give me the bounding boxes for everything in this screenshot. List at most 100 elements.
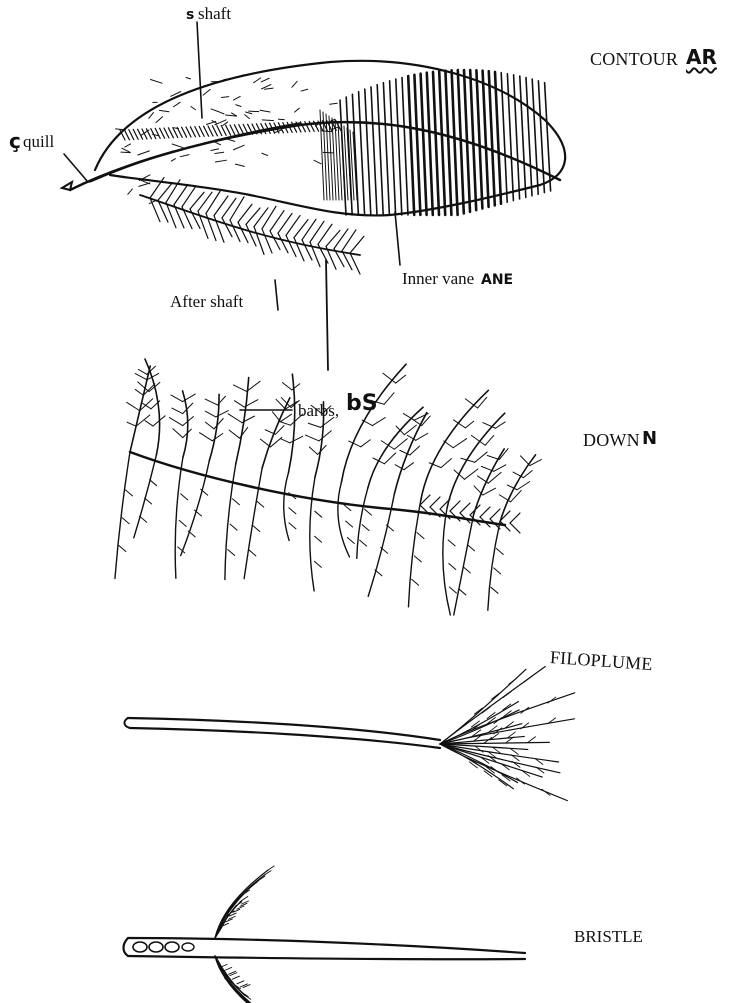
shaft-hatch — [195, 127, 200, 137]
bristle-barbule — [268, 866, 274, 870]
down-barbule — [373, 458, 384, 464]
down-barbule — [361, 440, 370, 447]
down-barbule — [289, 508, 296, 514]
down-tip-barb — [460, 503, 470, 513]
vane-barb — [352, 94, 358, 215]
down-barbule — [396, 375, 406, 383]
down-barb-down — [338, 482, 350, 557]
down-barbule — [205, 411, 215, 417]
bristle-tufts — [215, 866, 277, 1003]
down-barbule — [138, 382, 149, 392]
bristle-base-pattern — [133, 942, 194, 952]
bristle-barb — [215, 956, 266, 1003]
shaft-hatch — [230, 125, 235, 135]
down-barbule — [416, 433, 428, 440]
down-barbule — [127, 422, 136, 426]
shaft-hatch — [168, 128, 173, 138]
down-barbule — [233, 385, 246, 391]
contour-feather — [62, 22, 565, 370]
down-barbule — [305, 435, 319, 441]
vane-barb — [526, 78, 532, 196]
fuzz-stroke — [180, 155, 189, 157]
down-tip-barb — [500, 521, 510, 531]
down-barbule — [234, 401, 244, 407]
down-barbule — [474, 486, 483, 495]
down-barbule — [232, 499, 239, 505]
fuzz-stroke — [191, 107, 196, 110]
down-barbule — [394, 439, 407, 450]
filo-barb — [440, 719, 574, 744]
down-barbule — [278, 421, 290, 425]
down-barbule — [308, 423, 320, 427]
fuzz-stroke — [214, 141, 221, 144]
shaft-hatch — [239, 125, 244, 135]
down-barbule — [289, 523, 296, 529]
down-barbule — [450, 587, 457, 593]
shaft-hatch — [208, 126, 213, 136]
down-barbule — [205, 399, 217, 405]
down-barbule — [171, 395, 183, 402]
fuzz-stroke — [174, 102, 181, 106]
down-barb-up — [236, 378, 249, 465]
down-barbule — [494, 465, 506, 472]
down-barbule — [150, 480, 157, 486]
down-barbule — [140, 516, 147, 522]
down-barbule — [412, 419, 422, 426]
quill-leader — [64, 154, 88, 182]
shaft-hatch — [151, 129, 156, 139]
vane-barb — [383, 83, 389, 215]
down-barbule — [228, 550, 235, 556]
fuzz-stroke — [215, 160, 226, 162]
down-barbule — [459, 589, 466, 595]
down-barb-down — [134, 455, 157, 538]
down-barb-up — [341, 364, 406, 482]
fuzz-stroke — [159, 110, 168, 111]
fuzz-stroke — [171, 159, 175, 161]
down-barb-down — [443, 508, 451, 615]
shaft-hatch — [212, 126, 217, 136]
down-barbule — [125, 490, 132, 496]
vane-barb — [402, 78, 408, 216]
down-barbule — [212, 433, 223, 440]
vane-barb — [520, 76, 526, 197]
fuzz-stroke — [220, 112, 224, 114]
filo-barbule — [503, 692, 511, 698]
down-barbule — [135, 389, 143, 395]
down-barbule — [169, 418, 182, 426]
down-tip-barb — [430, 497, 440, 507]
down-barbule — [496, 548, 503, 554]
down-barbule — [230, 524, 237, 530]
vane-barb — [421, 74, 427, 215]
down-barbule — [179, 520, 186, 526]
filoplume-tuft — [440, 667, 575, 801]
down-barbule — [200, 433, 213, 441]
fuzz-stroke — [149, 113, 154, 119]
down-barbule — [475, 452, 487, 462]
bristle-barbule — [237, 981, 244, 984]
caption-down-mark: N — [642, 430, 657, 448]
vane-barb — [365, 89, 371, 215]
down-barbule — [404, 425, 416, 435]
fuzz-stroke — [222, 97, 229, 98]
down-barbule — [228, 414, 242, 423]
down-barbule — [138, 369, 146, 374]
shaft-hatch — [217, 126, 222, 136]
down-barbule — [485, 435, 494, 445]
fuzz-stroke — [314, 160, 321, 163]
down-barbule — [414, 556, 421, 562]
bristle-shaft-cap — [124, 938, 129, 956]
down-barbule — [173, 429, 183, 438]
shaft-hatch — [164, 128, 169, 138]
down-barb-down — [175, 458, 183, 579]
fuzz-stroke — [249, 111, 259, 112]
inner-vane-label: Inner vane — [402, 270, 474, 287]
down-barbule — [494, 568, 501, 574]
down-barb-up — [130, 366, 150, 452]
vane-barb — [532, 79, 538, 194]
down-barbule — [454, 470, 464, 479]
down-barbule — [375, 570, 382, 576]
vane-barb — [408, 76, 414, 215]
down-barbule — [453, 439, 466, 448]
barbs-label: barbs, — [298, 402, 339, 419]
